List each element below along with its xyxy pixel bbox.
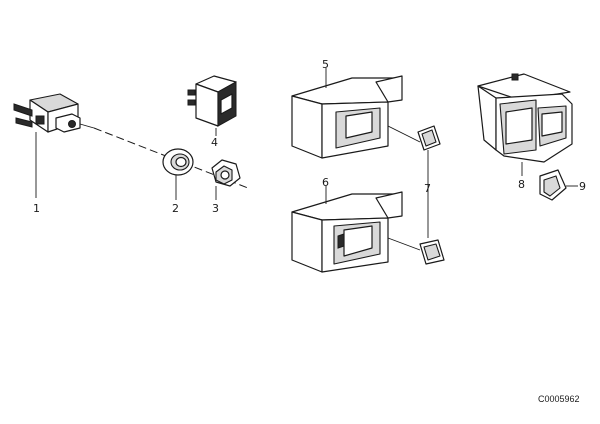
part-large-button-cap bbox=[539, 169, 578, 201]
callout-label: 8 bbox=[518, 178, 525, 191]
callout-label: 1 bbox=[33, 202, 40, 215]
callout-label: 6 bbox=[322, 176, 329, 189]
callout-label: 3 bbox=[212, 202, 219, 215]
part-window-switch-housing-upper bbox=[291, 68, 421, 159]
callout-label: 9 bbox=[579, 180, 586, 193]
part-toggle-switch bbox=[13, 93, 95, 198]
callout-label: 5 bbox=[322, 58, 329, 71]
diagram-code: C0005962 bbox=[538, 394, 580, 404]
part-ring-nut bbox=[162, 148, 194, 200]
part-rocker-switch bbox=[187, 75, 237, 136]
callout-label: 7 bbox=[424, 182, 431, 195]
part-window-switch-housing-lower bbox=[291, 186, 421, 273]
part-switch-housing-assembly bbox=[477, 73, 573, 176]
callout-label: 2 bbox=[172, 202, 179, 215]
callout-label: 4 bbox=[211, 136, 218, 149]
part-push-button-caps bbox=[417, 125, 445, 265]
part-hex-nut bbox=[211, 159, 241, 200]
